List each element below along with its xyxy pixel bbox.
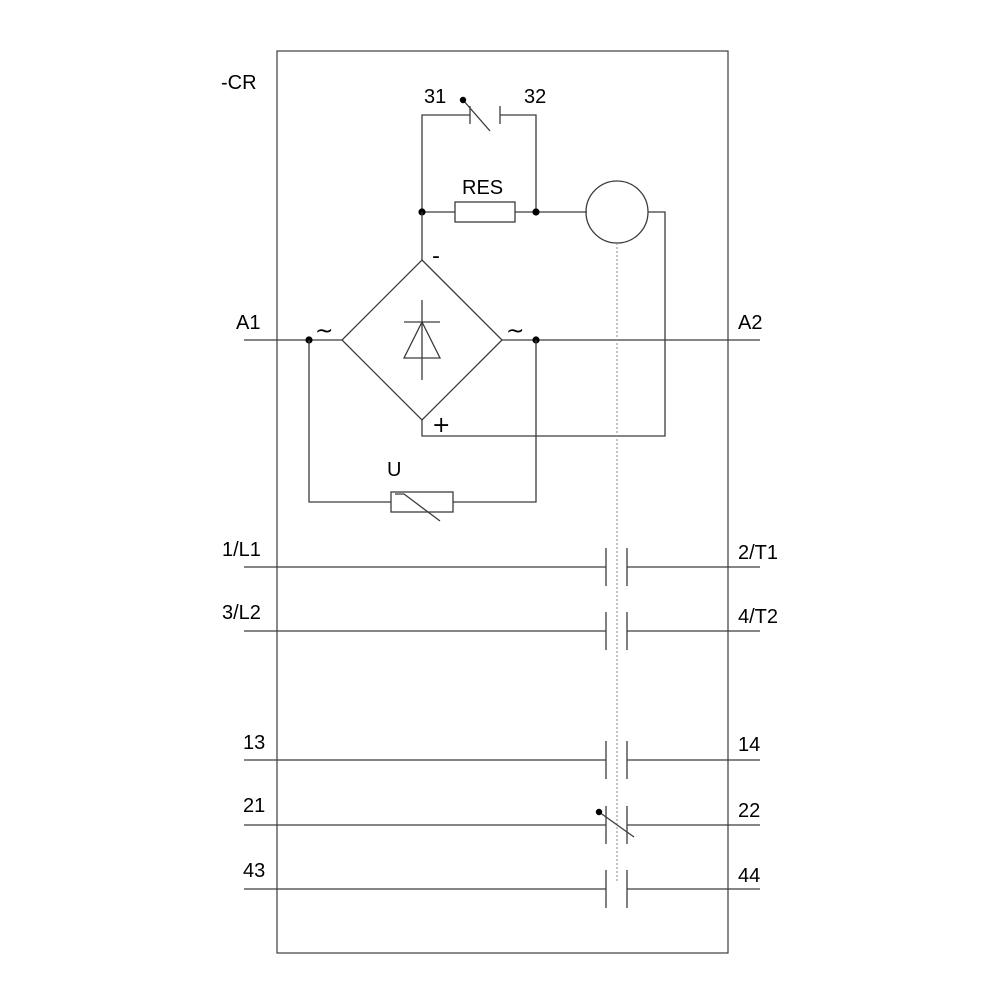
terminal-13-label: 13 [243, 732, 265, 754]
terminal-31-label: 31 [424, 86, 446, 108]
main-contact-2 [244, 612, 760, 650]
diode-symbol [402, 300, 442, 380]
resistor-symbol [454, 201, 516, 223]
aux-contact-43-44 [244, 870, 760, 908]
terminal-4-t2-label: 4/T2 [738, 606, 778, 628]
aux-contact-21-22 [244, 806, 760, 844]
terminal-3-l2-label: 3/L2 [222, 602, 261, 624]
nc-contact-31-32 [459, 96, 501, 132]
bridge-plus-label: + [432, 413, 450, 438]
varistor-symbol [390, 491, 454, 513]
device-frame [276, 50, 729, 954]
terminal-2-t1-label: 2/T1 [738, 542, 778, 564]
coil-circuit [244, 96, 760, 522]
resistor-label: RES [462, 177, 503, 199]
terminal-32-label: 32 [524, 86, 546, 108]
coil-symbol [585, 180, 649, 244]
terminal-21-label: 21 [243, 795, 265, 817]
terminal-a1-label: A1 [236, 312, 260, 334]
terminal-44-label: 44 [738, 865, 760, 887]
main-contact-1 [244, 548, 760, 586]
terminal-43-label: 43 [243, 860, 265, 882]
bypass-loop-wire [421, 114, 537, 212]
terminal-a2-label: A2 [738, 312, 762, 334]
varistor-label: U [387, 459, 401, 481]
terminal-22-label: 22 [738, 800, 760, 822]
bridge-ac-left-label: ~ [315, 319, 333, 344]
aux-contact-13-14 [244, 741, 760, 779]
bridge-minus-label: - [432, 244, 440, 269]
bridge-rectifier [341, 259, 503, 421]
terminal-1-l1-label: 1/L1 [222, 539, 261, 561]
bridge-ac-right-label: ~ [506, 319, 524, 344]
device-tag-label: -CR [221, 72, 257, 94]
junction-dot [532, 208, 540, 216]
terminal-14-label: 14 [738, 734, 760, 756]
